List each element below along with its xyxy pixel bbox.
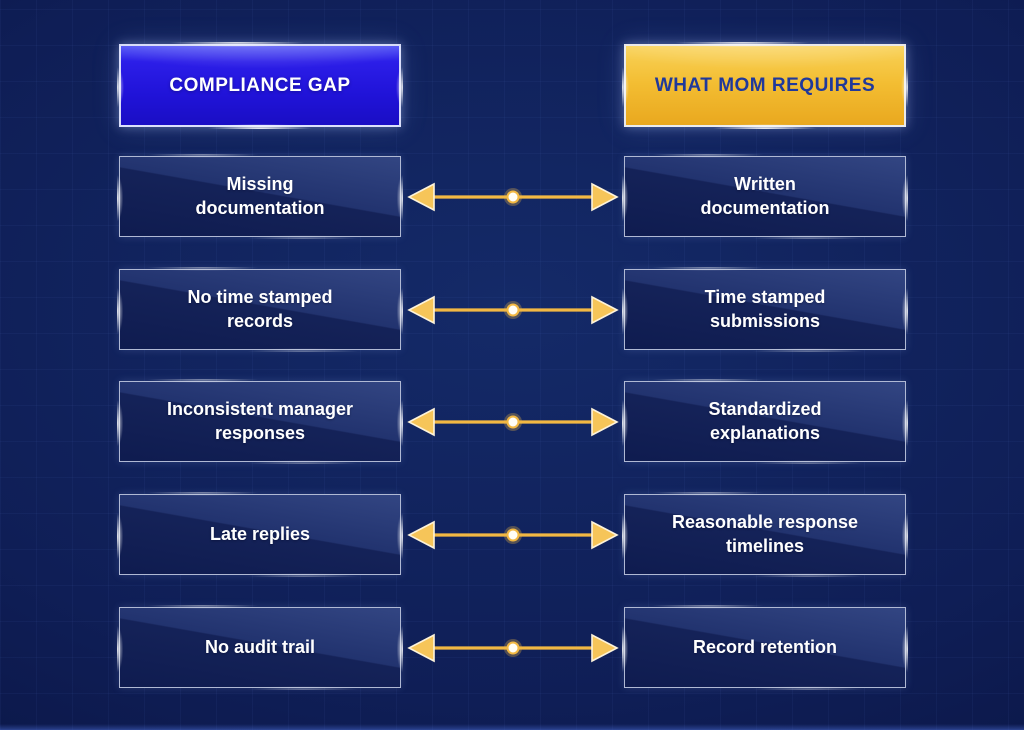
comparison-row: No time stamped records Time stamped sub… [0, 267, 1024, 352]
center-dot-icon [506, 641, 519, 654]
requirement-item-box: Reasonable response timelines [622, 492, 908, 577]
mom-requires-header-label: WHAT MOM REQUIRES [654, 74, 876, 96]
gap-item-label: No time stamped records [187, 287, 333, 331]
comparison-row: No audit trail Record retention [0, 605, 1024, 690]
gap-item-box: Late replies [117, 492, 403, 577]
requirement-item-box: Time stamped submissions [622, 267, 908, 352]
center-dot-icon [506, 415, 519, 428]
gap-item-box: No audit trail [117, 605, 403, 690]
requirement-item-label: Reasonable response timelines [671, 512, 859, 556]
mom-requires-header: WHAT MOM REQUIRES [622, 42, 908, 129]
double-arrow-icon [406, 520, 619, 549]
requirement-item-label: Written documentation [700, 174, 830, 218]
double-arrow-icon [406, 633, 619, 662]
row-connector [401, 607, 624, 688]
center-dot-icon [506, 528, 519, 541]
row-connector [401, 269, 624, 350]
compliance-gap-header: COMPLIANCE GAP [117, 42, 403, 129]
gap-item-box: No time stamped records [117, 267, 403, 352]
double-arrow-icon [406, 295, 619, 324]
comparison-row: Missing documentation Written documentat… [0, 154, 1024, 239]
requirement-item-box: Record retention [622, 605, 908, 690]
double-arrow-icon [406, 182, 619, 211]
row-connector [401, 156, 624, 237]
gap-item-box: Missing documentation [117, 154, 403, 239]
requirement-item-label: Record retention [692, 636, 838, 657]
center-dot-icon [506, 303, 519, 316]
comparison-row: Late replies Reasonable response timelin… [0, 492, 1024, 577]
requirement-item-box: Written documentation [622, 154, 908, 239]
requirement-item-label: Standardized explanations [708, 399, 822, 443]
double-arrow-icon [406, 407, 619, 436]
requirement-item-box: Standardized explanations [622, 379, 908, 464]
gap-item-label: Inconsistent manager responses [166, 399, 354, 443]
gap-item-box: Inconsistent manager responses [117, 379, 403, 464]
gap-item-label: Missing documentation [195, 174, 325, 218]
gap-item-label: No audit trail [204, 636, 315, 657]
requirement-item-label: Time stamped submissions [704, 287, 826, 331]
comparison-row: Inconsistent manager responses Standardi… [0, 379, 1024, 464]
compliance-gap-header-label: COMPLIANCE GAP [169, 74, 351, 96]
center-dot-icon [506, 190, 519, 203]
gap-item-label: Late replies [209, 523, 311, 544]
row-connector [401, 381, 624, 462]
row-connector [401, 494, 624, 575]
